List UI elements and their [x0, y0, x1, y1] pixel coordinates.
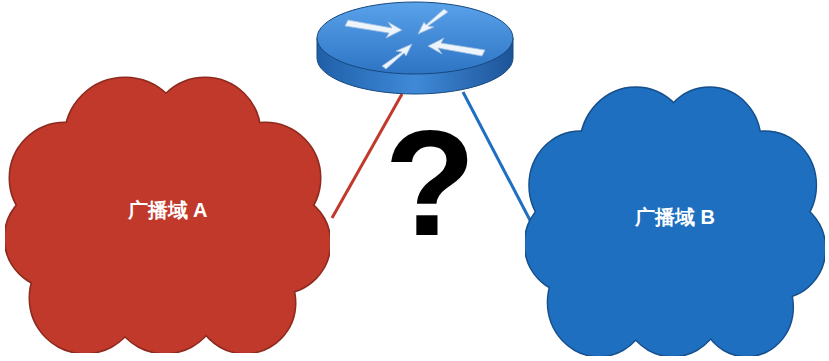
- question-mark: ?: [384, 108, 476, 258]
- router-top: [317, 2, 513, 74]
- cloud-label: 广播域 B: [635, 204, 715, 231]
- router-arrows: [345, 9, 485, 69]
- cloud-label: 广播域 A: [128, 197, 208, 224]
- broadcast-cloud: 广播域 B: [525, 78, 825, 356]
- broadcast-cloud: 广播域 A: [5, 68, 330, 353]
